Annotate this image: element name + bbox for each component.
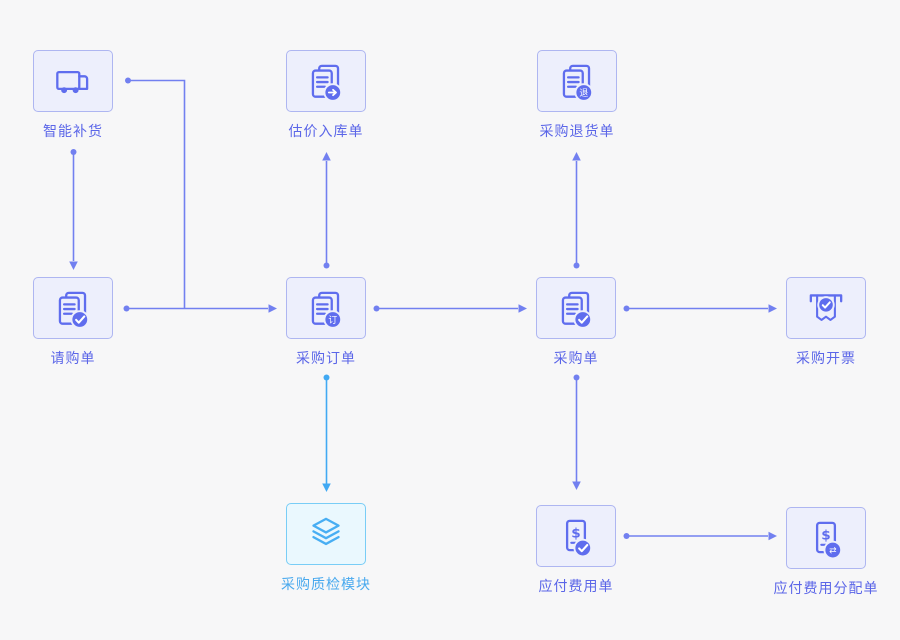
edge-purchase-receipt-to-payable-expense (572, 374, 581, 490)
doc-check-icon (58, 291, 90, 329)
doc-order-icon: 订 (311, 291, 343, 329)
edge-smart-replenishment-to-purchase-requisition (69, 149, 78, 270)
node-smart-replenishment[interactable]: 智能补货 (33, 50, 113, 139)
node-label: 估价入库单 (288, 123, 364, 139)
node-box[interactable] (33, 277, 113, 339)
node-label: 应付费用单 (538, 578, 614, 594)
node-label: 采购订单 (296, 350, 356, 366)
doc-return-icon: 退 (562, 64, 594, 102)
node-purchase-receipt[interactable]: 采购单 (536, 277, 616, 366)
node-quality-inspection[interactable]: 采购质检模块 (281, 503, 370, 592)
node-purchase-requisition[interactable]: 请购单 (33, 277, 113, 366)
edge-purchase-order-to-purchase-receipt (373, 304, 527, 313)
node-box[interactable] (786, 277, 866, 339)
node-label: 应付费用分配单 (773, 580, 879, 596)
edge-payable-expense-to-payable-allocation (623, 531, 777, 541)
return-badge-char: 退 (579, 88, 588, 98)
bill-allocate-icon: $ ⇄ (815, 521, 843, 560)
node-box[interactable]: 订 (286, 277, 366, 339)
node-label: 采购退货单 (539, 123, 615, 139)
edge-purchase-order-to-valuation-receipt (322, 152, 331, 269)
edge-smart-replenishment-to-purchase-order (125, 77, 186, 308)
invoice-icon (809, 294, 843, 321)
node-valuation-receipt[interactable]: 估价入库单 (286, 50, 366, 139)
node-box[interactable] (286, 50, 366, 112)
node-box[interactable]: 退 (537, 50, 617, 112)
node-label: 智能补货 (43, 123, 103, 139)
edge-purchase-receipt-to-purchase-return (572, 152, 581, 269)
currency-glyph: $ (571, 526, 580, 542)
truck-icon (56, 70, 89, 94)
order-badge-char: 订 (328, 315, 337, 325)
node-purchase-invoicing[interactable]: 采购开票 (786, 277, 866, 366)
currency-glyph: $ (821, 528, 830, 544)
doc-check-icon (561, 291, 593, 329)
node-label: 采购单 (553, 350, 599, 366)
node-payable-allocation[interactable]: $ ⇄ 应付费用分配单 (774, 507, 878, 596)
node-box[interactable] (536, 277, 616, 339)
edge-purchase-requisition-to-purchase-order (123, 304, 277, 313)
node-purchase-return[interactable]: 退 采购退货单 (537, 50, 617, 139)
node-label: 采购开票 (796, 350, 856, 366)
layers-icon (312, 517, 340, 546)
node-purchase-order[interactable]: 订 采购订单 (286, 277, 366, 366)
edge-purchase-order-to-quality-inspection (322, 374, 331, 492)
node-box[interactable]: $ ⇄ (786, 507, 866, 569)
edge-purchase-receipt-to-purchase-invoicing (623, 304, 777, 313)
node-label: 请购单 (50, 350, 96, 366)
node-label: 采购质检模块 (281, 576, 371, 592)
doc-arrow-icon (311, 64, 343, 102)
allocate-glyph: ⇄ (829, 545, 836, 555)
bill-check-icon: $ (565, 519, 593, 558)
node-payable-expense[interactable]: $ 应付费用单 (536, 505, 616, 594)
node-box[interactable] (286, 503, 366, 565)
node-box[interactable]: $ (536, 505, 616, 567)
node-box[interactable] (33, 50, 113, 112)
